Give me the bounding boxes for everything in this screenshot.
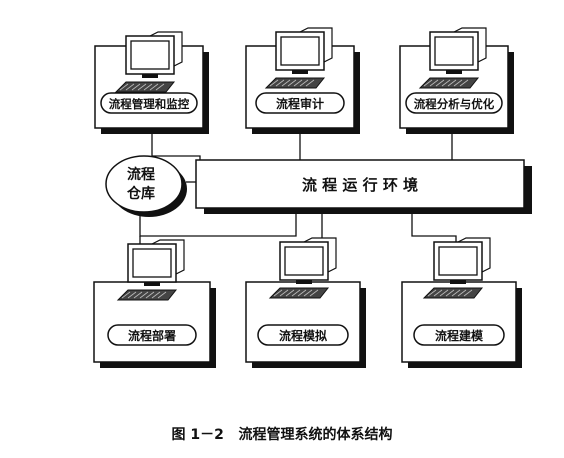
label-pill (257, 324, 349, 346)
node-label: 流程管理和监控 (109, 97, 190, 111)
runtime-environment: 流 程 运 行 环 境 (195, 159, 532, 214)
repository-label-line1: 流程 (127, 166, 155, 183)
node-label: 流程分析与优化 (414, 97, 495, 111)
runtime-label: 流 程 运 行 环 境 (302, 176, 418, 194)
node-label: 流程模拟 (279, 328, 327, 343)
computer-icon (117, 239, 185, 301)
label-pill (107, 324, 197, 346)
node-audit: 流程审计 (245, 27, 360, 134)
node-monitoring: 流程管理和监控 (94, 31, 209, 134)
node-label: 流程建模 (435, 328, 484, 343)
connector-deployment (139, 206, 297, 237)
node-deployment: 流程部署 (93, 239, 216, 368)
node-label: 流程审计 (276, 96, 324, 111)
node-label: 流程部署 (128, 328, 176, 343)
computer-icon (265, 27, 333, 89)
computer-icon (269, 237, 337, 299)
runtime-box (195, 159, 525, 209)
label-pill (413, 324, 505, 346)
node-simulation: 流程模拟 (245, 237, 366, 368)
database-icon (105, 155, 183, 213)
computer-icon (423, 237, 491, 299)
node-modeling: 流程建模 (401, 237, 522, 368)
computer-icon (419, 27, 487, 89)
label-pill (255, 92, 345, 114)
label-pill (405, 92, 503, 114)
node-analysis: 流程分析与优化 (399, 27, 514, 134)
repository-label-line2: 仓库 (126, 185, 155, 202)
figure-caption: 图 1－2 流程管理系统的体系结构 (171, 427, 393, 443)
label-pill (100, 92, 198, 114)
computer-icon (115, 31, 183, 93)
node-repository: 流程 仓库 (105, 155, 187, 217)
